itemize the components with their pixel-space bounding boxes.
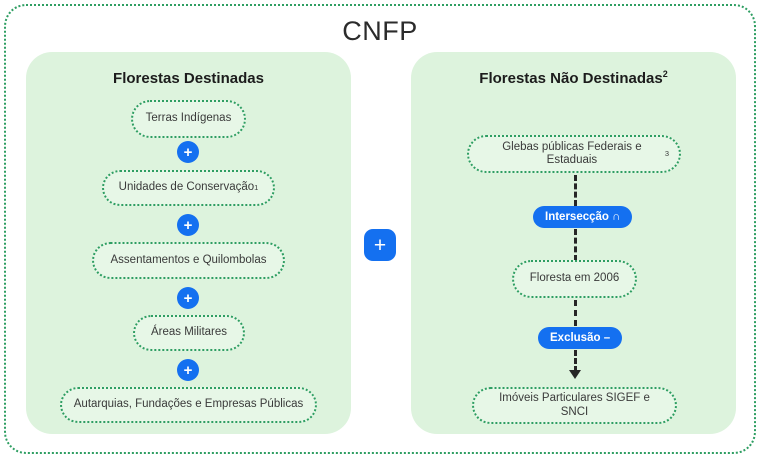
plus-symbol: + xyxy=(183,361,193,379)
operator-intersection[interactable]: Intersecção ∩ xyxy=(533,206,633,228)
connector-line-4 xyxy=(574,350,577,372)
plus-symbol: + xyxy=(183,289,193,307)
panel-left-title: Florestas Destinadas xyxy=(26,70,351,87)
node-assentamentos-e-quilombolas[interactable]: Assentamentos e Quilombolas xyxy=(92,242,285,279)
connector-line-1 xyxy=(574,175,577,206)
node-label: Autarquias, Fundações e Empresas Pública… xyxy=(73,398,304,411)
node-label: Unidades de Conservação xyxy=(118,181,255,194)
node-terras-indigenas[interactable]: Terras Indígenas xyxy=(131,100,246,138)
plus-icon-1: + xyxy=(177,141,199,163)
plus-icon-3: + xyxy=(177,287,199,309)
node-label: Áreas Militares xyxy=(150,326,228,339)
connector-line-3 xyxy=(574,300,577,326)
panel-right-title-text: Florestas Não Destinadas xyxy=(479,70,663,87)
node-label: Terras Indígenas xyxy=(145,112,232,125)
panel-right-title-superscript: 2 xyxy=(662,69,668,79)
node-areas-militares[interactable]: Áreas Militares xyxy=(133,315,245,351)
node-label: Imóveis Particulares SIGEF e SNCI xyxy=(499,392,650,418)
operator-label: Intersecção ∩ xyxy=(545,211,621,223)
connector-line-2 xyxy=(574,229,577,261)
panel-right-title: Florestas Não Destinadas2 xyxy=(411,69,736,88)
node-imoveis-particulares-sigef-snci[interactable]: Imóveis Particulares SIGEF e SNCI xyxy=(472,387,677,424)
node-autarquias-fundacoes-empresas-publicas[interactable]: Autarquias, Fundações e Empresas Pública… xyxy=(60,387,317,423)
node-label: Glebas públicas Federais e Estaduais xyxy=(502,140,642,166)
operator-exclusion[interactable]: Exclusão – xyxy=(538,327,623,349)
node-label: Assentamentos e Quilombolas xyxy=(110,253,267,266)
plus-icon-4: + xyxy=(177,359,199,381)
panel-left-title-text: Florestas Destinadas xyxy=(113,70,264,87)
center-plus-icon: + xyxy=(364,229,396,261)
arrow-down-icon xyxy=(569,370,581,379)
node-floresta-em-2006[interactable]: Floresta em 2006 xyxy=(512,260,637,298)
page-title: CNFP xyxy=(342,16,418,46)
plus-symbol: + xyxy=(183,143,193,161)
operator-label: Exclusão – xyxy=(550,332,611,344)
plus-icon-2: + xyxy=(177,214,199,236)
node-label: Floresta em 2006 xyxy=(529,272,620,285)
plus-symbol: + xyxy=(183,216,193,234)
plus-symbol: + xyxy=(373,233,387,257)
